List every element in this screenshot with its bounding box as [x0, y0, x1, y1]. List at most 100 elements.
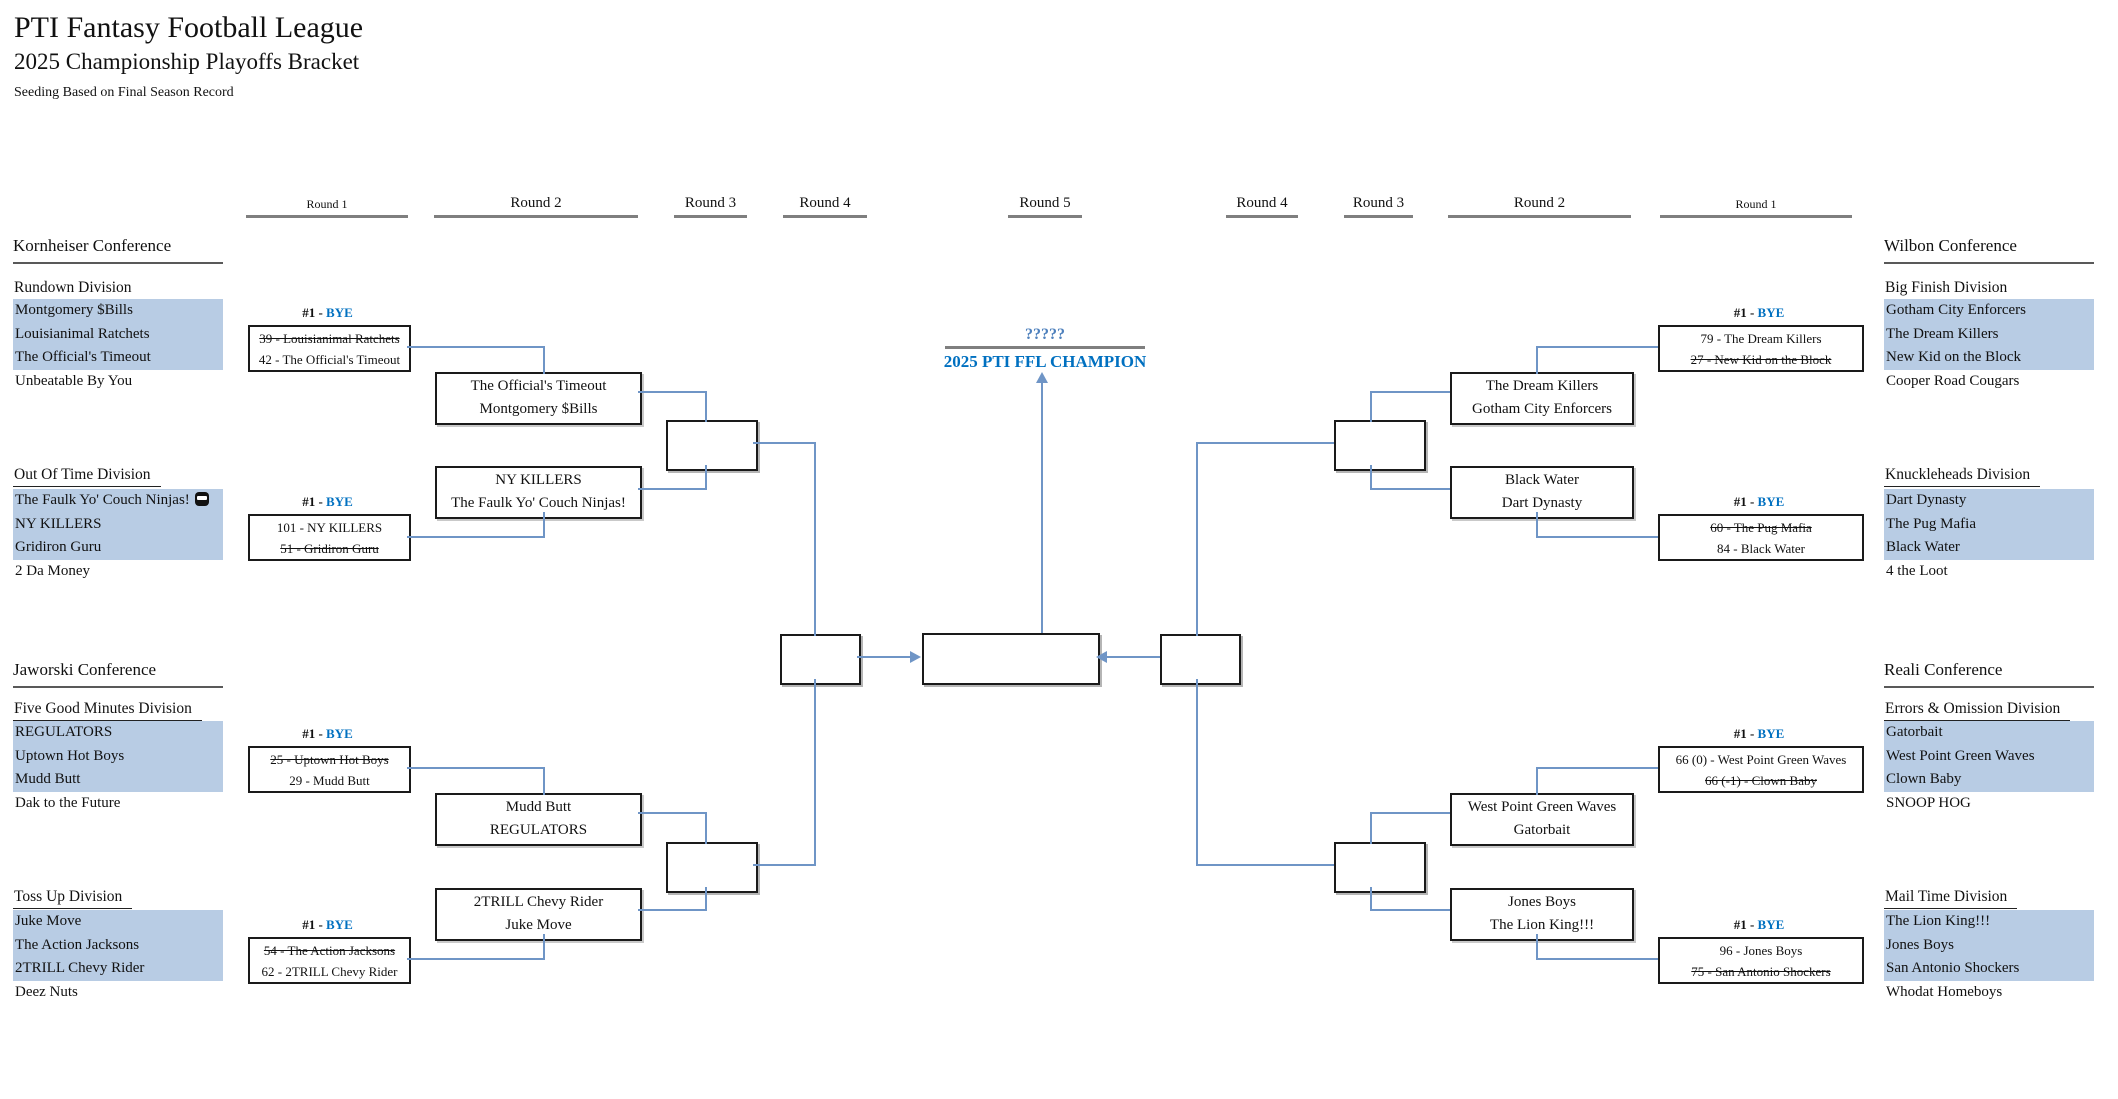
team-row: Jones Boys	[1884, 933, 2094, 958]
division-header-mail-time: Mail Time Division	[1884, 888, 2018, 909]
team-row: 2TRILL Chevy Rider	[13, 957, 223, 982]
connector-line	[1536, 512, 1538, 538]
connector-arrowhead	[1096, 651, 1107, 663]
connector-line	[543, 512, 545, 538]
seeding-note: Seeding Based on Final Season Record	[14, 85, 234, 100]
round2-game-box: Black Water Dart Dynasty	[1450, 466, 1634, 519]
round2-game-box: Jones Boys The Lion King!!!	[1450, 888, 1634, 941]
matchup-team: 84 - Black Water	[1717, 541, 1805, 556]
matchup-team: Dart Dynasty	[1501, 495, 1583, 511]
champion-underline	[945, 346, 1145, 349]
team-row: Dak to the Future	[15, 795, 121, 812]
matchup-team: Gatorbait	[1513, 822, 1571, 838]
connector-line	[705, 887, 707, 911]
division-header-rundown: Rundown Division	[13, 279, 142, 300]
team-row: Dart Dynasty	[1884, 489, 2094, 513]
champion-label: 2025 PTI FFL CHAMPION	[943, 352, 1147, 371]
matchup-team: 51 - Gridiron Guru	[280, 541, 379, 556]
round2-game-box: Mudd Butt REGULATORS	[435, 793, 642, 846]
team-row: Unbeatable By You	[15, 373, 133, 390]
connector-line	[1370, 812, 1450, 814]
team-row: Louisianimal Ratchets	[13, 322, 223, 347]
matchup-team: 66 (0) - West Point Green Waves	[1675, 752, 1847, 767]
round5-championship-box-empty	[922, 633, 1100, 685]
round-header-right-1: Round 1	[1660, 190, 1852, 218]
round-header-right-2: Round 2	[1448, 190, 1631, 218]
team-row: Whodat Homeboys	[1886, 984, 2003, 1001]
connector-line	[1370, 887, 1372, 911]
matchup-team: West Point Green Waves	[1467, 799, 1617, 815]
team-row: The Pug Mafia	[1884, 512, 2094, 537]
connector-line	[814, 679, 816, 866]
round2-game-box: 2TRILL Chevy Rider Juke Move	[435, 888, 642, 941]
team-row: Clown Baby	[1884, 768, 2094, 793]
matchup-team: Gotham City Enforcers	[1472, 401, 1612, 417]
connector-line	[638, 812, 707, 814]
matchup-team: The Official's Timeout	[470, 378, 607, 394]
division-teams-rundown: Montgomery $Bills Louisianimal Ratchets …	[13, 299, 223, 394]
connector-line	[543, 346, 545, 374]
team-row: NY KILLERS	[13, 512, 223, 537]
connector-line	[407, 767, 545, 769]
matchup-team: 75 - San Antonio Shockers	[1691, 964, 1831, 979]
matchup-team: The Dream Killers	[1485, 378, 1599, 394]
team-row: Mudd Butt	[13, 768, 223, 793]
team-row: Gridiron Guru	[13, 536, 223, 561]
division-teams-five-good-minutes: REGULATORS Uptown Hot Boys Mudd Butt Dak…	[13, 721, 223, 816]
division-teams-big-finish: Gotham City Enforcers The Dream Killers …	[1884, 299, 2094, 394]
connector-line	[638, 488, 707, 490]
connector-line	[638, 391, 707, 393]
bracket-subtitle: 2025 Championship Playoffs Bracket	[14, 49, 360, 74]
ninja-icon	[194, 492, 209, 506]
team-row: 2 Da Money	[15, 563, 90, 580]
matchup-team: 39 - Louisianimal Ratchets	[259, 331, 400, 346]
connector-line	[1370, 465, 1372, 490]
connector-line	[1196, 442, 1198, 636]
matchup-team: 101 - NY KILLERS	[276, 520, 383, 535]
division-header-errors-omission: Errors & Omission Division	[1884, 700, 2071, 721]
matchup-team: 96 - Jones Boys	[1719, 943, 1803, 958]
round-header-right-4: Round 4	[1226, 190, 1298, 218]
bye-label: #1 - BYE	[302, 917, 353, 932]
champion-arrow-line	[1041, 382, 1043, 633]
champion-placeholder: ?????	[1025, 326, 1065, 343]
connector-line	[407, 958, 545, 960]
matchup-team: The Lion King!!!	[1489, 917, 1595, 933]
matchup-team: 25 - Uptown Hot Boys	[270, 752, 389, 767]
connector-line	[705, 465, 707, 490]
team-row: Cooper Road Cougars	[1886, 373, 2020, 390]
connector-arrowhead	[910, 651, 921, 663]
connector-line	[814, 442, 816, 636]
round4-game-box-empty	[780, 634, 861, 685]
connector-line	[1536, 958, 1658, 960]
round1-game-box: 25 - Uptown Hot Boys 29 - Mudd Butt	[248, 746, 411, 793]
matchup-team: 54 - The Action Jacksons	[263, 943, 396, 958]
connector-line	[1370, 812, 1372, 844]
team-row: Gatorbait	[1884, 721, 2094, 745]
matchup-team: Juke Move	[505, 917, 572, 933]
connector-line	[1536, 767, 1538, 795]
matchup-team: 79 - The Dream Killers	[1700, 331, 1822, 346]
division-teams-out-of-time: The Faulk Yo' Couch Ninjas! NY KILLERS G…	[13, 489, 223, 584]
round2-game-box: NY KILLERS The Faulk Yo' Couch Ninjas!	[435, 466, 642, 519]
round4-game-box-empty	[1160, 634, 1241, 685]
conference-header-wilbon: Wilbon Conference	[1884, 236, 2094, 264]
champion-arrowhead	[1036, 372, 1048, 383]
conference-header-kornheiser: Kornheiser Conference	[13, 236, 223, 264]
connector-line	[753, 864, 816, 866]
round1-game-box: 39 - Louisianimal Ratchets 42 - The Offi…	[248, 325, 411, 372]
connector-line	[1196, 679, 1198, 866]
round2-game-box: The Official's Timeout Montgomery $Bills	[435, 372, 642, 425]
matchup-team: Jones Boys	[1508, 894, 1576, 910]
bye-label: #1 - BYE	[1733, 917, 1785, 932]
matchup-team: Mudd Butt	[505, 799, 572, 815]
round-header-left-1: Round 1	[246, 190, 408, 218]
round-header-center-5: Round 5	[1008, 190, 1082, 218]
matchup-team: Montgomery $Bills	[479, 401, 598, 417]
connector-line	[705, 812, 707, 844]
matchup-team: 62 - 2TRILL Chevy Rider	[261, 964, 398, 979]
connector-line	[1536, 536, 1658, 538]
team-row: Black Water	[1884, 536, 2094, 561]
team-row: The Lion King!!!	[1884, 910, 2094, 934]
